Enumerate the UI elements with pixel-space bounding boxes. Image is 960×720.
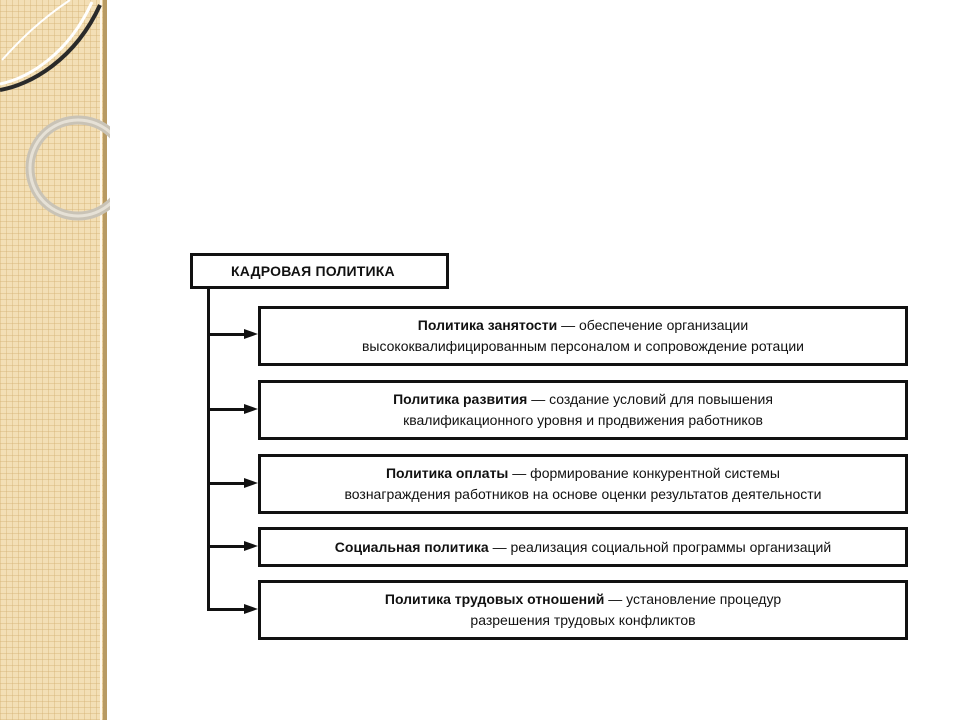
root-label: КАДРОВАЯ ПОЛИТИКА	[231, 263, 395, 279]
connector-trunk	[207, 289, 210, 610]
policy-box-labor-relations: Политика трудовых отношений — установлен…	[258, 580, 908, 640]
policy-title: Политика оплаты	[386, 465, 508, 481]
policy-desc-line2: квалификационного уровня и продвижения р…	[393, 410, 773, 431]
connector-branch-5	[207, 608, 245, 611]
arrow-icon-5	[244, 604, 258, 614]
arrow-icon-2	[244, 404, 258, 414]
policy-title: Политика трудовых отношений	[385, 591, 604, 607]
policy-desc: — создание условий для повышения	[531, 391, 773, 407]
root-box: КАДРОВАЯ ПОЛИТИКА	[190, 253, 449, 289]
connector-branch-4	[207, 545, 245, 548]
arrow-icon-1	[244, 329, 258, 339]
policy-desc-line2: вознаграждения работников на основе оцен…	[345, 484, 822, 505]
policy-title: Политика занятости	[418, 317, 557, 333]
connector-branch-1	[207, 333, 245, 336]
policy-desc: — обеспечение организации	[561, 317, 748, 333]
policy-box-social: Социальная политика — реализация социаль…	[258, 527, 908, 567]
policy-box-development: Политика развития — создание условий для…	[258, 380, 908, 440]
policy-box-employment: Политика занятости — обеспечение организ…	[258, 306, 908, 366]
policy-box-pay: Политика оплаты — формирование конкурент…	[258, 454, 908, 514]
policy-desc-line2: высококвалифицированным персоналом и соп…	[362, 336, 804, 357]
policy-desc: — формирование конкурентной системы	[512, 465, 780, 481]
policy-desc: — реализация социальной программы органи…	[493, 539, 832, 555]
policy-title: Социальная политика	[335, 539, 489, 555]
policy-title: Политика развития	[393, 391, 527, 407]
arrow-icon-3	[244, 478, 258, 488]
policy-desc-line2: разрешения трудовых конфликтов	[385, 610, 781, 631]
policy-desc: — установление процедур	[608, 591, 781, 607]
connector-branch-3	[207, 482, 245, 485]
connector-branch-2	[207, 408, 245, 411]
arrow-icon-4	[244, 541, 258, 551]
